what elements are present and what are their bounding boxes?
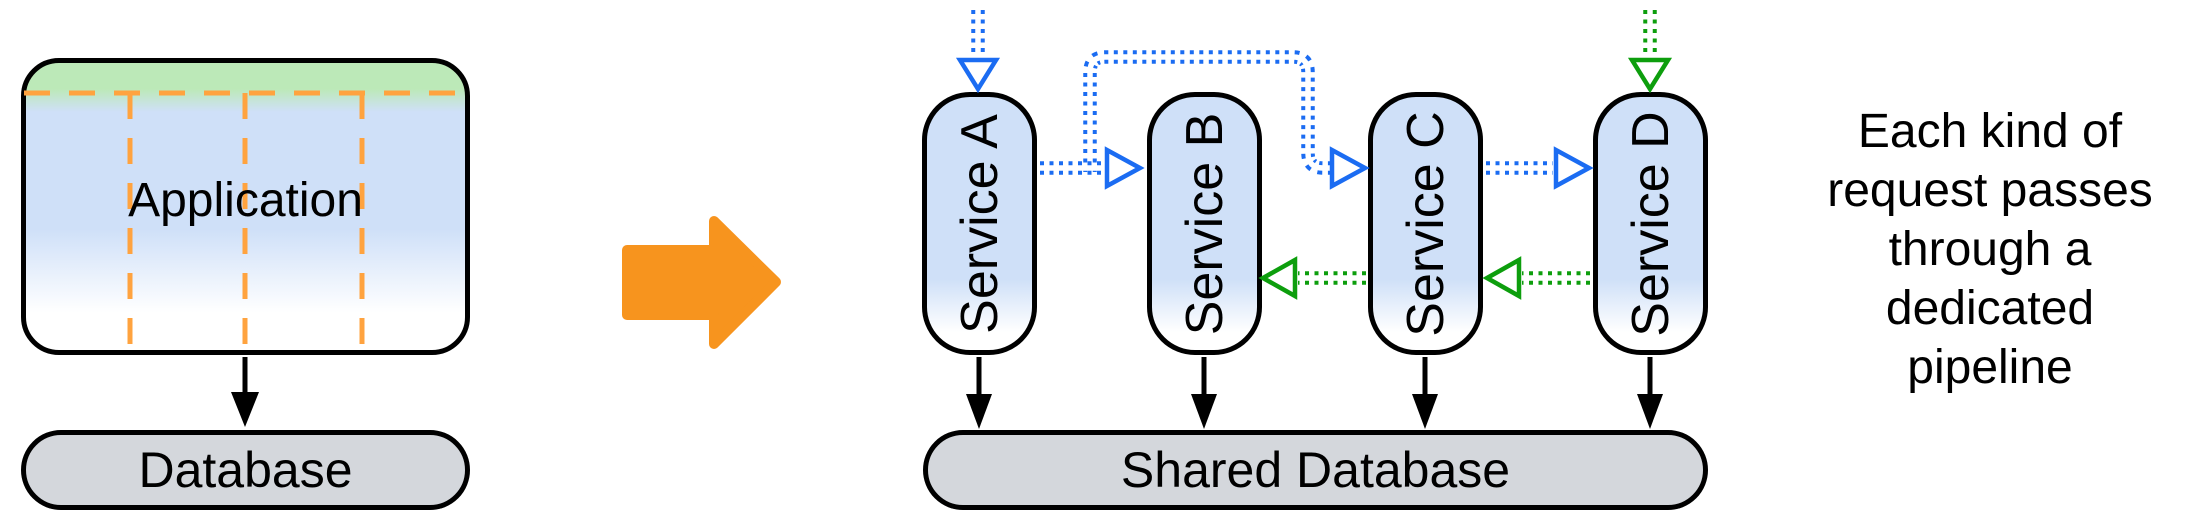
service-c-node: Service C	[1368, 92, 1483, 355]
blue-pipeline-a-to-b	[1040, 146, 1145, 190]
green-pipeline-entry-service-d	[1627, 10, 1673, 94]
service-c-label: Service C	[1396, 110, 1455, 337]
service-b-label: Service B	[1175, 112, 1234, 335]
green-pipeline-c-to-b	[1258, 256, 1366, 300]
service-a-node: Service A	[922, 92, 1037, 355]
service-d-label: Service D	[1621, 110, 1680, 337]
annotation-text: Each kind of request passes through a de…	[1827, 105, 2153, 394]
application-label: Application	[128, 173, 363, 227]
service-d-node: Service D	[1593, 92, 1708, 355]
service-a-label: Service A	[950, 113, 1009, 334]
service-d-to-db-arrow	[1637, 357, 1663, 429]
blue-pipeline-c-to-d	[1486, 146, 1594, 190]
green-pipeline-d-to-c	[1482, 256, 1590, 300]
shared-database-label: Shared Database	[1120, 442, 1511, 498]
service-b-node: Service B	[1147, 92, 1262, 355]
blue-pipeline-entry-service-a	[955, 10, 1001, 94]
transform-arrow	[622, 216, 781, 349]
service-a-to-db-arrow	[966, 357, 992, 429]
service-b-to-db-arrow	[1191, 357, 1217, 429]
application-to-database-arrow	[231, 357, 259, 427]
database-label: Database	[138, 442, 353, 498]
service-c-to-db-arrow	[1412, 357, 1438, 429]
database-node: Database	[21, 430, 470, 510]
shared-database-node: Shared Database	[923, 430, 1708, 510]
partition-dashed-lines	[24, 90, 467, 362]
blue-pipeline-over-b-to-service-c	[1083, 50, 1370, 190]
